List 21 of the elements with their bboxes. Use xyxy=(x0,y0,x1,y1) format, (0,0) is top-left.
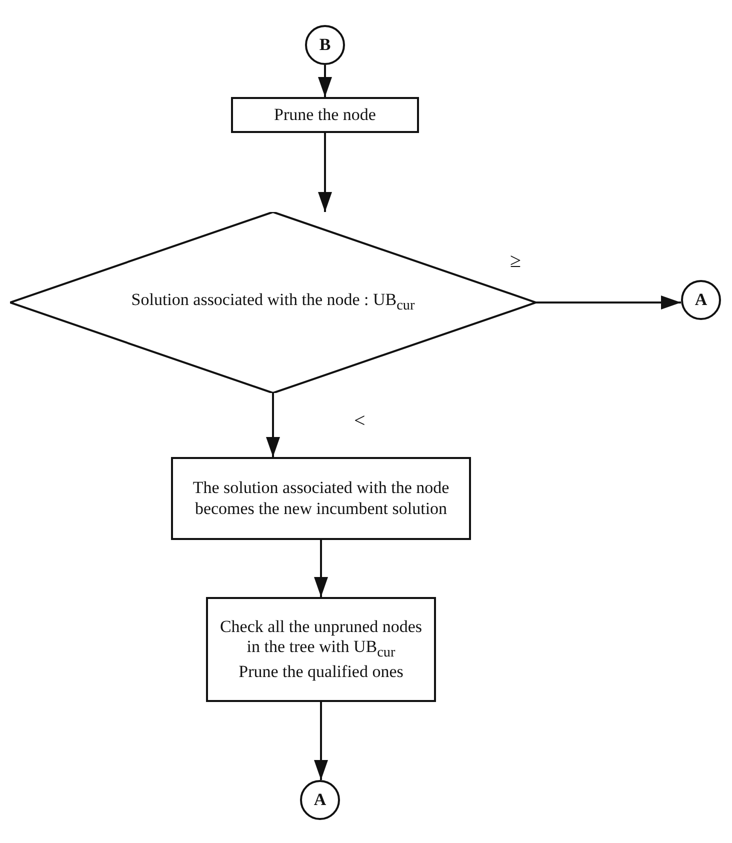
arrow xyxy=(314,702,328,780)
node-text: The solution associated with the node becomes the new incumbent solution xyxy=(192,478,450,519)
process-box xyxy=(231,97,419,133)
node-text: Prune the qualified ones xyxy=(238,662,404,682)
decision-diamond xyxy=(10,212,536,393)
connector-circle xyxy=(300,780,340,820)
node-text: A xyxy=(314,790,326,810)
arrow xyxy=(318,65,332,97)
process-box xyxy=(171,457,471,540)
node-text: Check all the unpruned nodes in the tree with UB$_{cur}$ xyxy=(218,616,424,662)
node-text: Prune the node xyxy=(273,104,377,126)
node-text: A xyxy=(694,290,708,310)
arrow xyxy=(266,393,280,457)
arrow xyxy=(314,540,328,597)
arrow xyxy=(318,133,332,212)
node-text: B xyxy=(319,34,331,56)
arrow xyxy=(536,296,681,310)
connector-circle xyxy=(305,25,345,65)
process-box xyxy=(206,597,436,702)
node-text: Solution associated with the node : UB$_{cur}$ xyxy=(131,290,415,315)
connector-circle xyxy=(681,280,721,320)
